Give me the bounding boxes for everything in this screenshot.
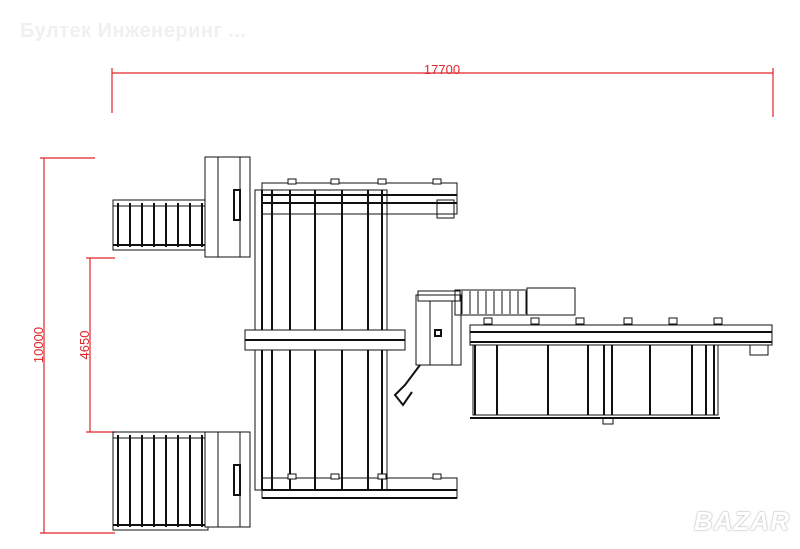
infeed-conveyor-bottom <box>112 431 209 531</box>
dim-line-overall-length <box>111 68 774 117</box>
output-clamp <box>483 317 493 325</box>
output-clamp <box>713 317 723 325</box>
bazar-logo: BAZAR <box>694 506 790 536</box>
dim-label-overall-length: 17700 <box>424 62 460 77</box>
gantry-clamp <box>287 178 297 185</box>
dim-label-inner-spacing: 4650 <box>77 331 92 360</box>
output-table <box>472 344 719 416</box>
output-clamp <box>668 317 678 325</box>
loader-unit <box>204 431 251 528</box>
gantry-rail <box>261 477 458 499</box>
gantry-rail <box>261 182 458 215</box>
dim-line-inner-spacing <box>86 257 115 433</box>
robot-arm <box>393 364 421 407</box>
infeed-conveyor-top <box>112 199 209 251</box>
loader-unit <box>204 156 251 258</box>
dimension-lines: 17700 10000 4650 <box>31 62 774 534</box>
gantry-clamp <box>330 473 340 480</box>
gantry-clamp <box>330 178 340 185</box>
output-clamp <box>575 317 585 325</box>
output-end <box>749 344 769 356</box>
gantry-clamp <box>377 178 387 185</box>
output-clamp <box>623 317 633 325</box>
gantry-end <box>436 199 455 219</box>
loader-panel <box>233 464 241 496</box>
stacker-head <box>526 287 576 316</box>
dim-label-overall-width: 10000 <box>31 327 46 363</box>
gantry-clamp <box>432 473 442 480</box>
drawing-rect <box>602 417 614 425</box>
loader-panel <box>233 189 241 221</box>
gantry-clamp <box>287 473 297 480</box>
drawing-rect <box>417 290 461 302</box>
machine-layout <box>112 156 773 531</box>
dim-line-overall-width <box>40 157 115 534</box>
output-clamp <box>530 317 540 325</box>
watermark-title: Бултек Инженеринг ... <box>20 20 247 42</box>
control-box <box>434 329 442 337</box>
gantry-clamp <box>377 473 387 480</box>
gantry-clamp <box>432 178 442 185</box>
